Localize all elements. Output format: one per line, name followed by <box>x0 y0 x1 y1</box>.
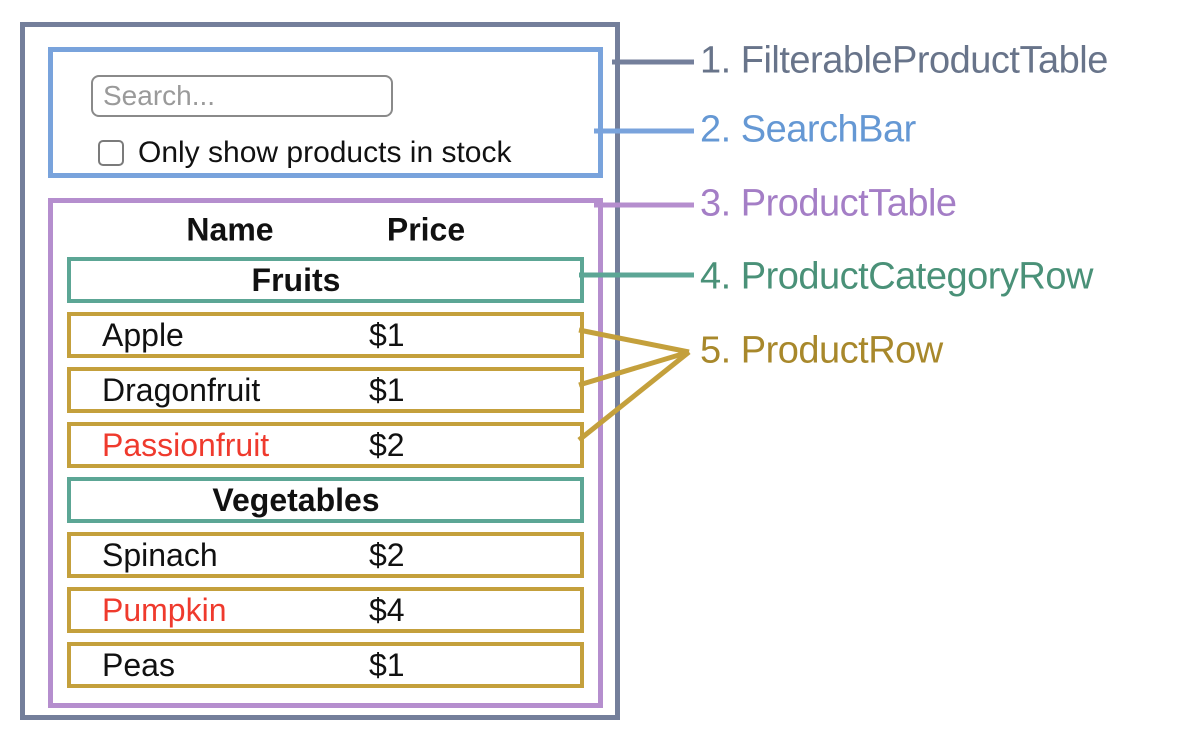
table-header: Name Price <box>53 203 598 257</box>
product-price: $2 <box>369 426 405 463</box>
product-name: Spinach <box>102 536 218 573</box>
product-category-row: Fruits <box>67 257 584 303</box>
column-header-name: Name <box>186 211 274 248</box>
legend-search-bar: 2. SearchBar <box>700 108 916 151</box>
column-header-price: Price <box>386 211 466 248</box>
product-row: Apple $1 <box>67 312 584 358</box>
filterable-product-table-box: Only show products in stock Name Price F… <box>20 22 620 720</box>
product-name: Pumpkin <box>102 591 227 628</box>
category-label: Vegetables <box>212 481 380 518</box>
in-stock-filter-row: Only show products in stock <box>98 136 512 170</box>
search-bar-box: Only show products in stock <box>48 47 603 178</box>
product-row: Pumpkin $4 <box>67 587 584 633</box>
legend-product-row: 5. ProductRow <box>700 329 943 372</box>
product-row: Dragonfruit $1 <box>67 367 584 413</box>
product-price: $1 <box>369 316 405 353</box>
product-name: Peas <box>102 646 175 683</box>
product-name: Passionfruit <box>102 426 270 463</box>
search-input[interactable] <box>91 75 393 117</box>
product-name: Dragonfruit <box>102 371 261 408</box>
product-name: Apple <box>102 316 184 353</box>
product-price: $1 <box>369 646 405 683</box>
legend-product-category-row: 4. ProductCategoryRow <box>700 255 1093 298</box>
product-row: Passionfruit $2 <box>67 422 584 468</box>
legend-filterable-product-table: 1. FilterableProductTable <box>700 39 1108 82</box>
product-price: $2 <box>369 536 405 573</box>
product-price: $1 <box>369 371 405 408</box>
product-price: $4 <box>369 591 405 628</box>
category-label: Fruits <box>251 261 341 298</box>
legend-product-table: 3. ProductTable <box>700 182 957 225</box>
product-row: Spinach $2 <box>67 532 584 578</box>
product-row: Peas $1 <box>67 642 584 688</box>
product-category-row: Vegetables <box>67 477 584 523</box>
in-stock-label: Only show products in stock <box>138 136 512 169</box>
in-stock-checkbox[interactable] <box>98 140 124 166</box>
